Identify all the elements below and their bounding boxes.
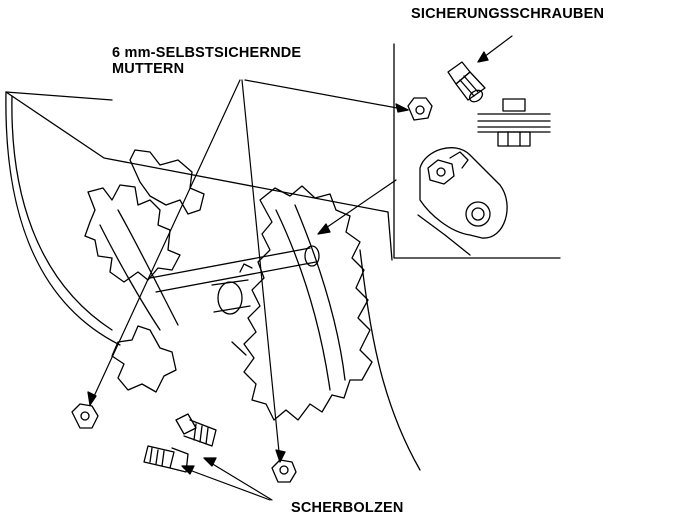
safety-screw-part	[447, 61, 486, 103]
shear-bolts-label: SCHERBOLZEN	[291, 500, 404, 516]
inset-nut-cross-section	[477, 98, 551, 147]
locking-nut-top	[407, 97, 433, 121]
locking-nuts-label-line2: MUTTERN	[112, 61, 185, 77]
locking-nuts-label-line1: 6 mm-SELBSTSICHERNDE	[112, 45, 302, 61]
shear-bolt-upper	[175, 413, 217, 447]
right-auger-blade	[243, 185, 373, 421]
leader-lines	[89, 35, 513, 501]
leader-arrowheads	[87, 51, 489, 475]
safety-screws-label: SICHERUNGSSCHRAUBEN	[411, 6, 605, 22]
inset-detail-frame	[393, 43, 561, 259]
shear-bolt-lower	[143, 445, 189, 473]
inset-bracket	[417, 147, 508, 256]
auger-shaft	[149, 245, 320, 356]
locking-nut-right	[271, 459, 297, 483]
locking-nut-left	[71, 403, 99, 429]
left-auger-blade	[84, 149, 205, 393]
